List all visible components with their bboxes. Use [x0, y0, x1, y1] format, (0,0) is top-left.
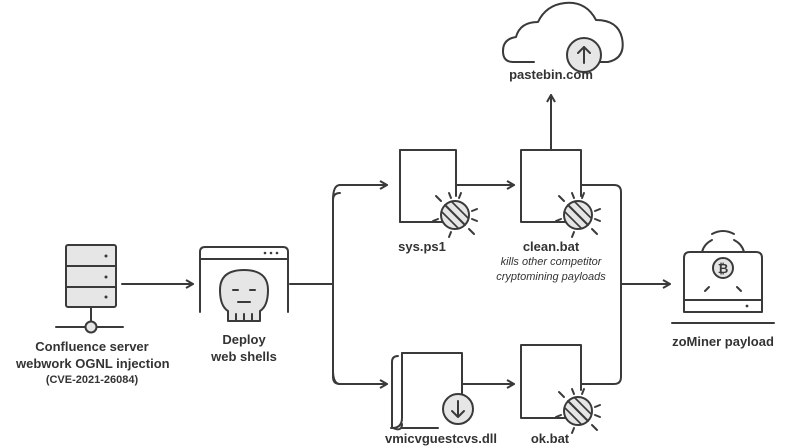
- merge-connector: [580, 184, 671, 385]
- svg-text:₿: ₿: [718, 261, 729, 276]
- clean-note-line1: kills other competitor: [500, 256, 602, 268]
- pastebin-label: pastebin.com: [509, 67, 593, 82]
- server-title-line2: webwork OGNL injection: [16, 356, 170, 371]
- cloud-upload-icon: [502, 1, 624, 73]
- webshells-title-line1: Deploy: [222, 332, 266, 347]
- crypto-monitor-icon: ₿: [671, 230, 775, 324]
- server-icon: [55, 244, 124, 334]
- vmic-file-icon: [390, 352, 474, 431]
- sys-label: sys.ps1: [398, 239, 446, 254]
- clean-note-line2: cryptomining payloads: [496, 271, 606, 283]
- clean-file-icon: [520, 149, 601, 238]
- ok-label: ok.bat: [530, 431, 570, 446]
- sys-file-icon: [399, 149, 478, 238]
- vmic-label: vmicvguestcvs.dll: [385, 431, 497, 446]
- server-cve: (CVE-2021-26084): [45, 374, 139, 386]
- webshells-title-line2: web shells: [211, 349, 277, 364]
- branch-connector: [289, 180, 388, 389]
- server-label: Confluence server webwork OGNL injection…: [16, 338, 170, 389]
- zominer-label: zoMiner payload: [672, 334, 774, 349]
- server-title-line1: Confluence server: [35, 339, 149, 354]
- skull-browser-icon: [199, 246, 289, 322]
- clean-title: clean.bat: [522, 239, 580, 254]
- ok-file-icon: [520, 344, 601, 434]
- webshells-label: Deploy web shells: [194, 331, 294, 365]
- clean-label: clean.bat kills other competitor cryptom…: [476, 238, 626, 285]
